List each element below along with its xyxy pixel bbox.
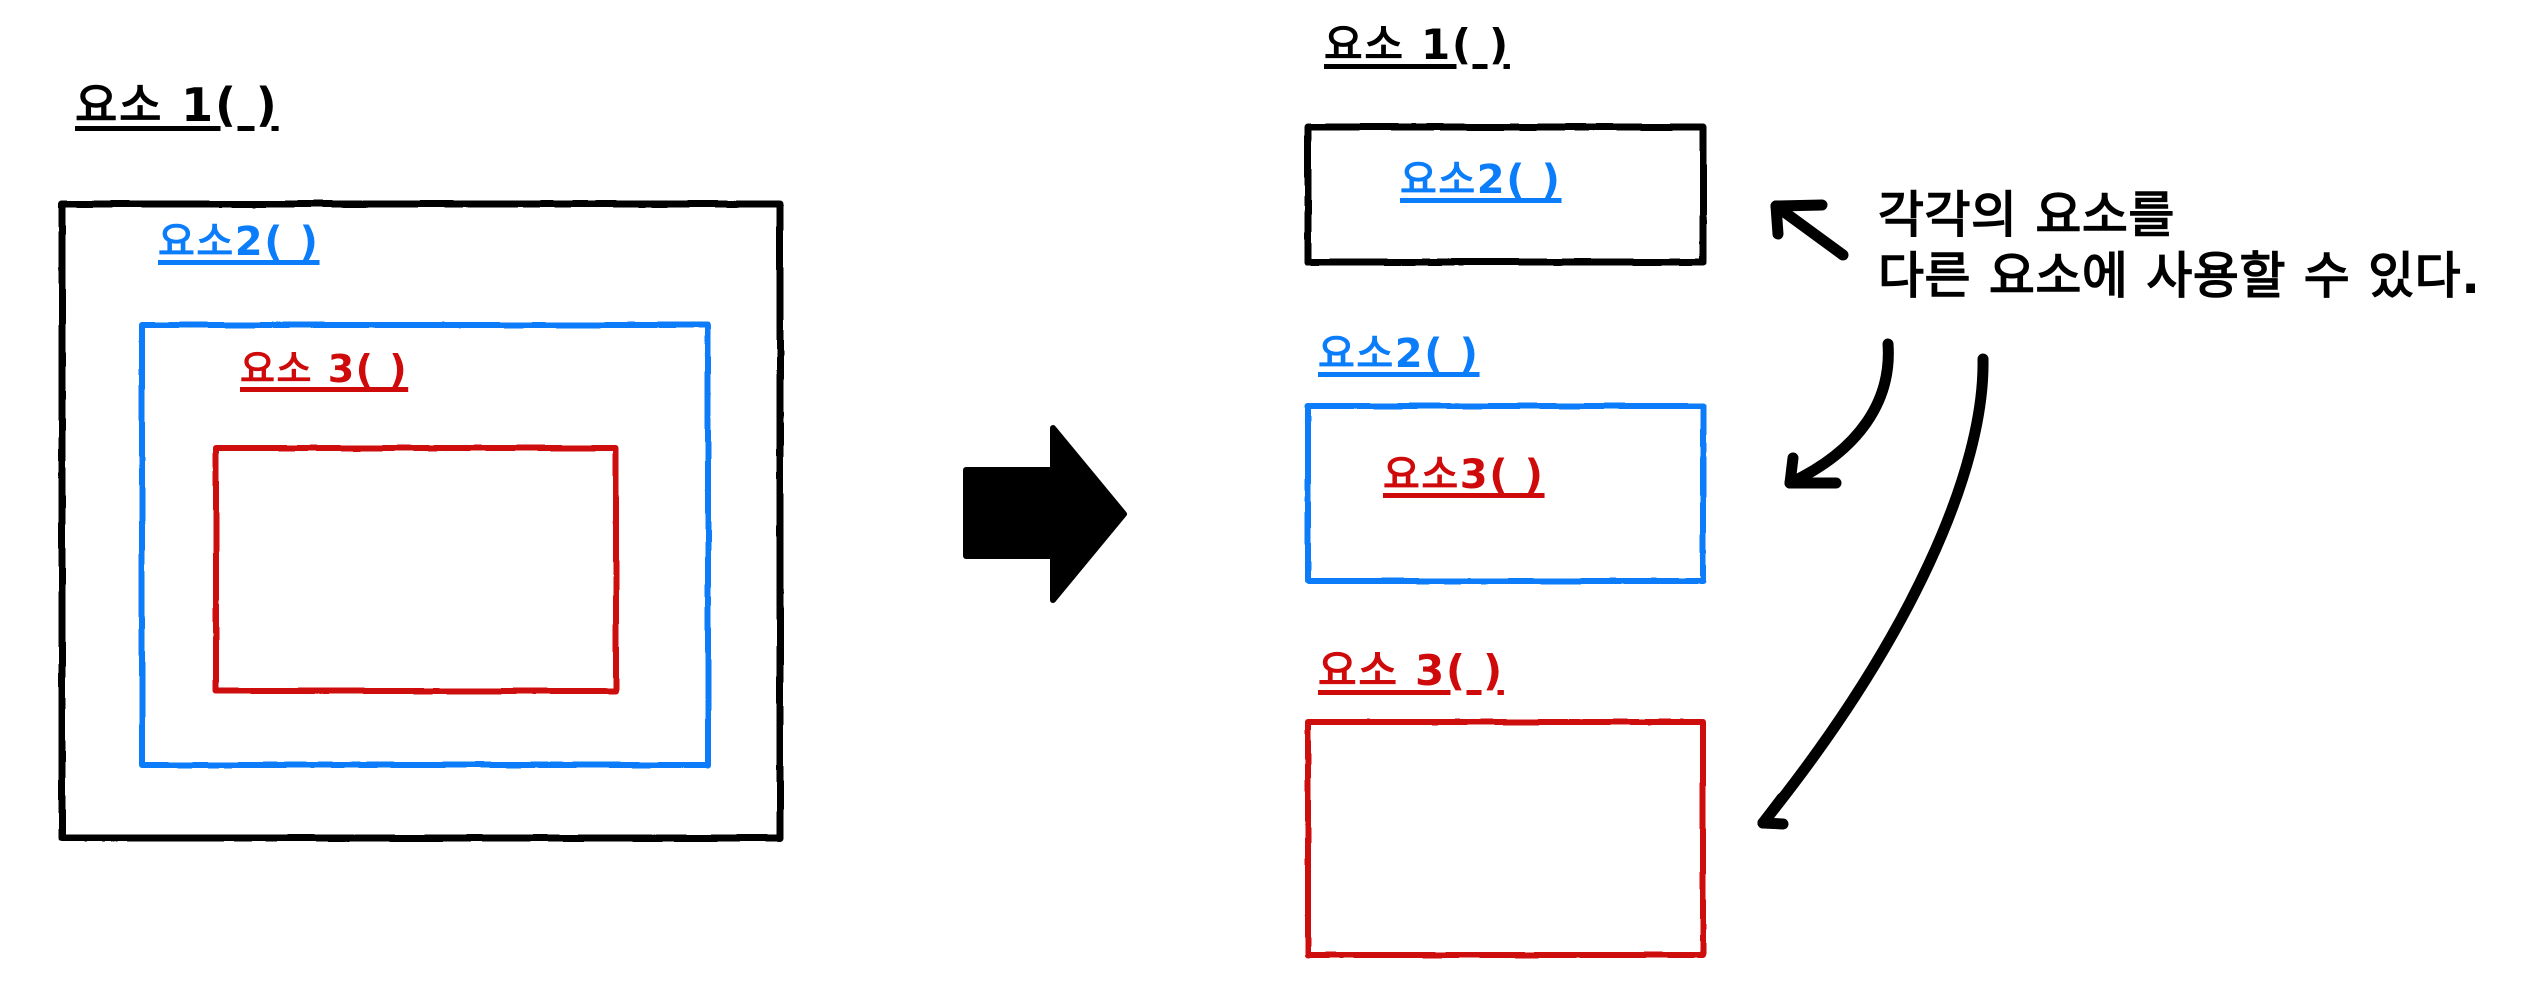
right-box-2-outline [1305, 403, 1706, 584]
right-box-2-content: 요소3( ) [1383, 452, 1545, 498]
left-outer-box [58, 200, 784, 842]
arrow-up-left-icon [1770, 199, 1849, 261]
curved-arrow-down-left-icon-2 [1757, 353, 1989, 830]
thick-right-arrow-icon [963, 425, 1127, 603]
right-box-3-outline [1305, 719, 1706, 958]
right-box-3-label: 요소 3( ) [1318, 646, 1504, 695]
curved-arrow-down-left-icon-1 [1784, 338, 1894, 489]
annotation-text: 각각의 요소를 다른 요소에 사용할 수 있다. [1878, 186, 2481, 305]
right-box-1-label: 요소 1( ) [1324, 20, 1510, 69]
right-box-1-outline [1304, 123, 1707, 266]
left-inner-box [213, 445, 619, 694]
left-inner-box-label: 요소 3( ) [240, 347, 409, 391]
right-box-1-content: 요소2( ) [1400, 157, 1562, 203]
left-outer-box-label: 요소 1( ) [75, 78, 279, 132]
left-middle-box [139, 322, 711, 768]
right-box-2-label: 요소2( ) [1318, 331, 1480, 377]
left-middle-box-label: 요소2( ) [158, 219, 320, 265]
